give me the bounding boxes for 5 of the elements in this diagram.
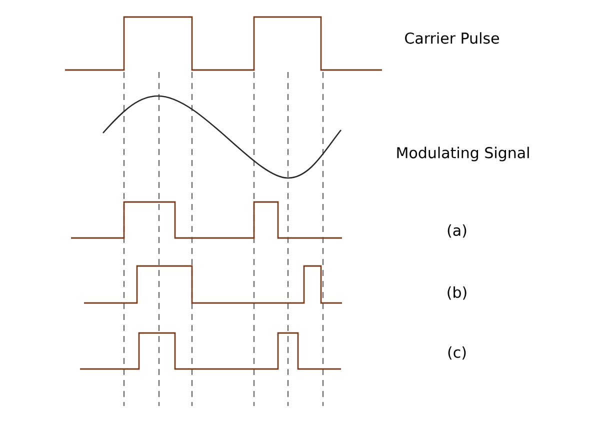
label: (c) bbox=[448, 346, 466, 360]
label: Modulating Signal bbox=[397, 146, 529, 162]
label: (a) bbox=[448, 224, 466, 238]
label: (b) bbox=[448, 286, 466, 300]
label: Carrier Pulse bbox=[405, 32, 499, 44]
